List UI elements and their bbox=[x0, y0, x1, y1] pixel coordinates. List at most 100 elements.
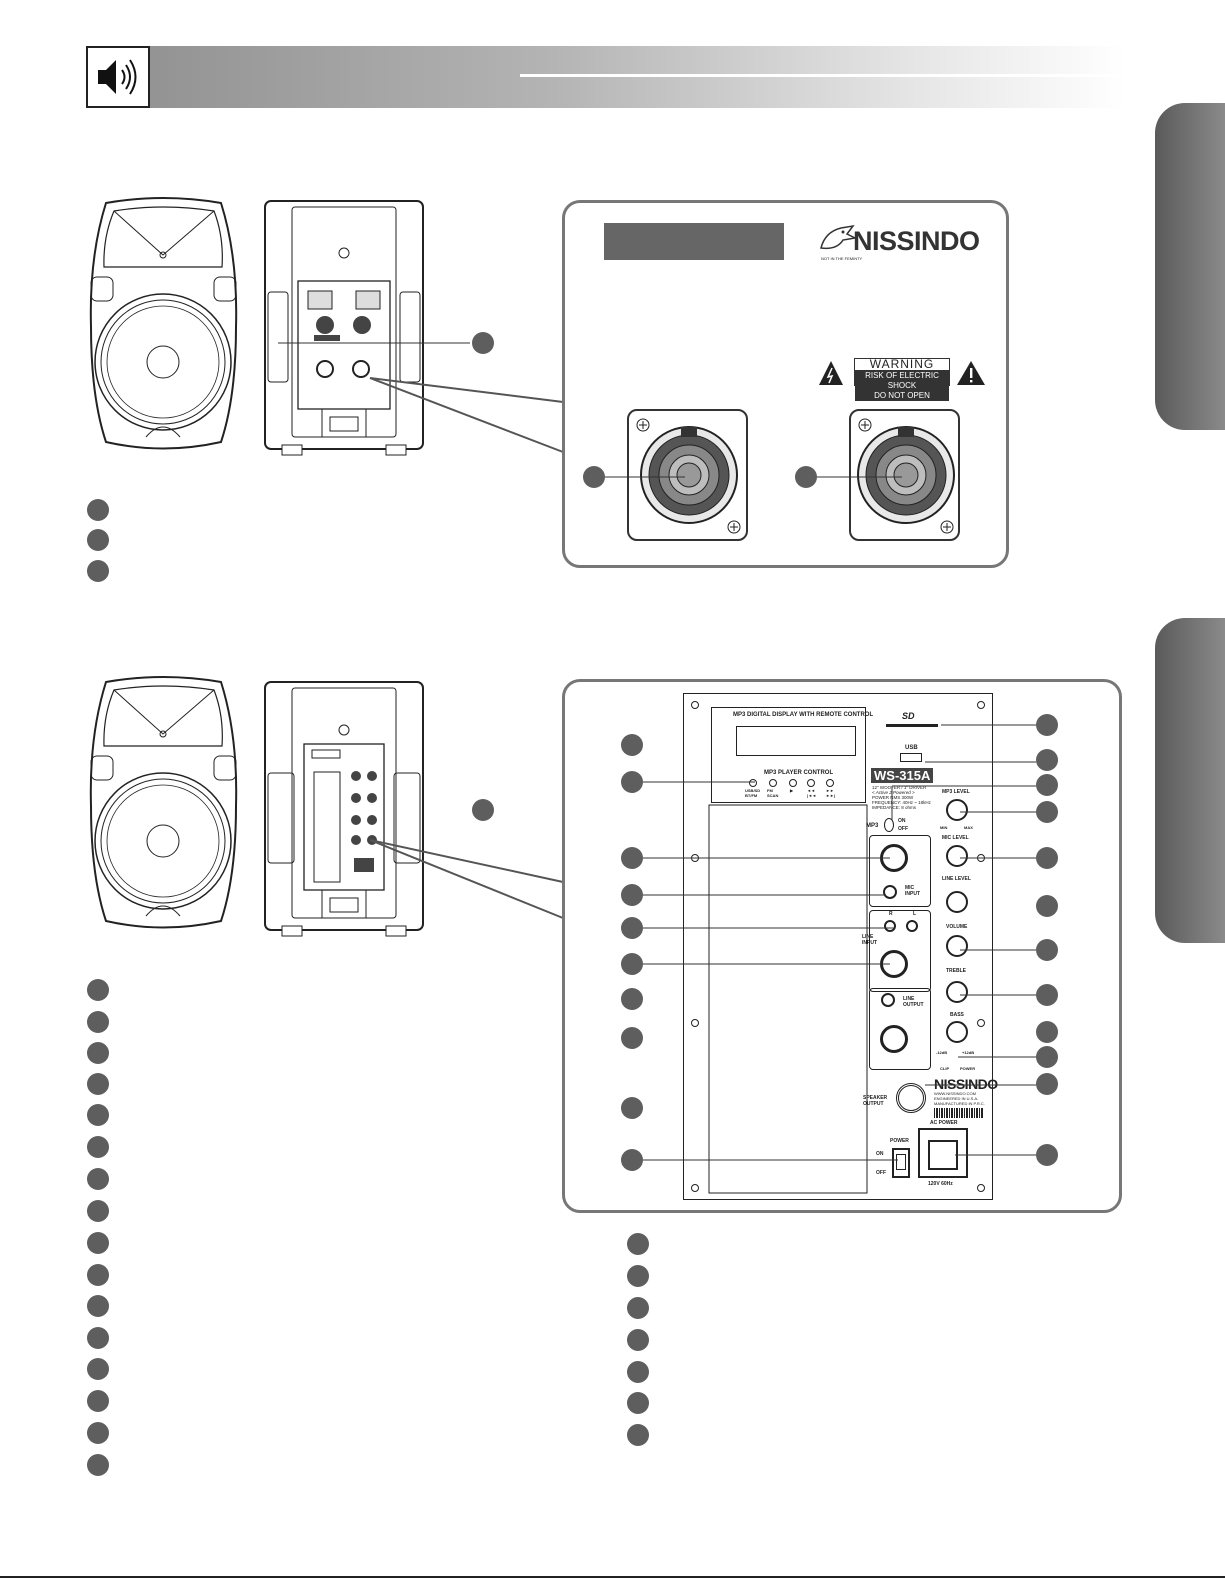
legend-marker bbox=[87, 1422, 109, 1444]
callout-marker bbox=[1036, 801, 1058, 823]
mp3-switch[interactable] bbox=[884, 818, 894, 832]
callout-marker bbox=[1036, 895, 1058, 917]
speaker-output-jack[interactable] bbox=[896, 1083, 926, 1113]
player-button-mode[interactable] bbox=[749, 779, 757, 787]
line-output-group bbox=[869, 988, 931, 1070]
bass-knob[interactable] bbox=[946, 1021, 968, 1043]
rca-left-jack[interactable] bbox=[906, 920, 918, 932]
legend-marker bbox=[87, 1168, 109, 1190]
callout-marker bbox=[621, 988, 643, 1010]
mp3-module bbox=[711, 707, 866, 803]
legend-marker bbox=[627, 1297, 649, 1319]
spec-line: FREQUENCY: 40Hz ~ 18kHz bbox=[872, 800, 931, 805]
mic-quarter-inch-jack[interactable] bbox=[883, 885, 897, 899]
callout-marker bbox=[472, 799, 494, 821]
power-switch-off: OFF bbox=[876, 1170, 886, 1176]
callout-marker bbox=[472, 332, 494, 354]
plate-screw-holes bbox=[691, 701, 985, 1194]
warning-label: WARNING RISK OF ELECTRIC SHOCK DO NOT OP… bbox=[818, 358, 988, 401]
legend-marker bbox=[627, 1392, 649, 1414]
brand-logo-text: NISSINDO bbox=[853, 226, 980, 256]
callout-marker bbox=[1036, 984, 1058, 1006]
spec-line: < Active 2 Powered > bbox=[872, 790, 915, 795]
speaker-rear-illustration bbox=[262, 197, 427, 459]
callout-marker bbox=[795, 466, 817, 488]
volume-knob[interactable] bbox=[946, 935, 968, 957]
legend-marker bbox=[87, 1295, 109, 1317]
power-switch-title: POWER bbox=[890, 1138, 909, 1144]
player-control-title: MP3 PLAYER CONTROL bbox=[764, 770, 834, 776]
legend-marker bbox=[87, 1200, 109, 1222]
warning-title: WARNING bbox=[855, 358, 949, 371]
mp3-level-knob[interactable] bbox=[946, 799, 968, 821]
line-level-label: LINE LEVEL bbox=[942, 876, 971, 882]
player-button-scan[interactable] bbox=[769, 779, 777, 787]
legend-marker bbox=[87, 1390, 109, 1412]
callout-marker bbox=[1036, 1073, 1058, 1095]
minus12-label: -12dB bbox=[936, 1050, 948, 1055]
mic-level-knob[interactable] bbox=[946, 845, 968, 867]
legend-marker bbox=[87, 560, 109, 582]
callout-marker bbox=[621, 771, 643, 793]
side-tab-lower bbox=[1155, 618, 1225, 943]
player-button-label: ►► ►►| bbox=[826, 788, 836, 798]
treble-label: TREBLE bbox=[946, 968, 966, 974]
header-divider-line bbox=[520, 74, 1120, 77]
mic-level-label: MIC LEVEL bbox=[942, 835, 969, 841]
legend-marker bbox=[627, 1233, 649, 1255]
exclamation-warning-icon bbox=[957, 361, 985, 385]
player-button-next[interactable] bbox=[826, 779, 834, 787]
legend-marker bbox=[87, 1264, 109, 1286]
gray-label-box bbox=[604, 223, 784, 260]
legend-marker bbox=[627, 1424, 649, 1446]
power-switch[interactable] bbox=[892, 1148, 910, 1178]
knob-column: MP3 LEVEL MIN MAX MIC LEVEL LINE LEVEL V… bbox=[934, 785, 982, 1045]
legend-marker bbox=[87, 1073, 109, 1095]
callout-marker bbox=[621, 847, 643, 869]
usb-port[interactable] bbox=[900, 753, 922, 762]
ac-power-label: AC POWER bbox=[930, 1120, 958, 1126]
callout-marker bbox=[583, 466, 605, 488]
player-buttons-row: USB/SD BT/FM FM SCAN ▶ ◄◄ |◄◄ ►► ►►| bbox=[745, 779, 840, 799]
legend-marker bbox=[87, 1104, 109, 1126]
speakon-jack-right bbox=[849, 409, 960, 541]
max-label: MAX bbox=[964, 825, 973, 830]
player-button-label: USB/SD BT/FM bbox=[745, 788, 761, 798]
line-output-xlr-jack[interactable] bbox=[880, 1025, 908, 1053]
legend-marker bbox=[87, 499, 109, 521]
legend-marker bbox=[87, 1358, 109, 1380]
mp3-switch-off: OFF bbox=[898, 826, 908, 832]
callout-marker bbox=[621, 734, 643, 756]
speaker-rear-illustration bbox=[262, 678, 427, 940]
mp3-switch-label: MP3 bbox=[866, 823, 879, 829]
spec-line: 12" WOOFER / 1" DRIVER bbox=[872, 785, 927, 790]
legend-marker bbox=[87, 1232, 109, 1254]
player-button-play[interactable] bbox=[789, 779, 797, 787]
power-switch-on: ON bbox=[876, 1151, 884, 1157]
player-button-prev[interactable] bbox=[807, 779, 815, 787]
player-button-label: FM SCAN bbox=[767, 788, 779, 798]
made-line: WWW.NISSINDO.COM bbox=[934, 1091, 976, 1096]
line-level-knob[interactable] bbox=[946, 891, 968, 913]
callout-marker bbox=[621, 917, 643, 939]
line-r-label: R bbox=[889, 911, 893, 917]
callout-marker bbox=[621, 1149, 643, 1171]
line-input-label: LINE INPUT bbox=[862, 934, 877, 946]
made-line: ENGINEERED IN U.S.A. bbox=[934, 1096, 979, 1101]
made-info: WWW.NISSINDO.COM ENGINEERED IN U.S.A. MA… bbox=[934, 1091, 994, 1106]
amplifier-panel-detail bbox=[562, 679, 1122, 1213]
sd-card-slot[interactable] bbox=[886, 724, 938, 727]
electric-shock-warning-icon bbox=[819, 361, 843, 385]
line-input-group bbox=[869, 910, 931, 992]
voltage-label: 120V 60Hz bbox=[928, 1181, 953, 1187]
callout-marker bbox=[1036, 714, 1058, 736]
rca-right-jack[interactable] bbox=[884, 920, 896, 932]
callout-marker bbox=[1036, 847, 1058, 869]
callout-marker bbox=[621, 884, 643, 906]
line-output-quarter-jack[interactable] bbox=[881, 993, 895, 1007]
callout-marker bbox=[1036, 1046, 1058, 1068]
legend-marker bbox=[87, 1011, 109, 1033]
treble-knob[interactable] bbox=[946, 981, 968, 1003]
